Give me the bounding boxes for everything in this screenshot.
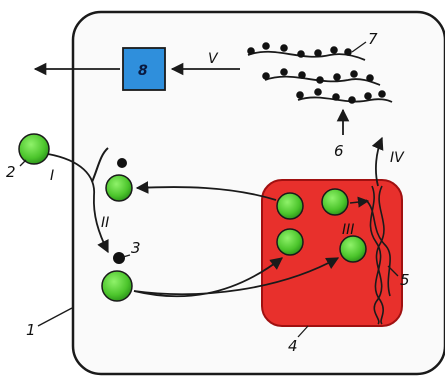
label-8: 8	[138, 63, 148, 79]
arrow-iv	[371, 136, 384, 187]
step-ii: II	[101, 215, 109, 231]
label-6: 6	[334, 142, 344, 160]
ribosome-subunit	[105, 174, 133, 202]
ribosome-subunit	[101, 270, 133, 302]
polysome-beads	[247, 42, 386, 104]
step-v: V	[208, 51, 219, 67]
ribosome-subunit	[321, 188, 349, 216]
small-black-particle	[113, 252, 125, 264]
label-7: 7	[368, 30, 378, 48]
arrow-i	[47, 153, 109, 254]
leader-lines	[19, 41, 399, 338]
ribosome-subunit	[276, 192, 304, 220]
ribosome-subunit	[276, 228, 304, 256]
pathway-arrows	[33, 62, 384, 298]
arrow-iii	[133, 257, 340, 295]
step-iv: IV	[390, 150, 405, 166]
dna-strands	[365, 185, 391, 325]
label-5: 5	[400, 271, 410, 289]
external-particle	[18, 133, 50, 165]
label-2: 2	[6, 163, 16, 181]
protein-product-box	[122, 47, 166, 91]
label-4: 4	[288, 337, 298, 355]
step-iii: III	[342, 222, 354, 238]
step-i: I	[50, 168, 54, 184]
label-1: 1	[26, 321, 36, 339]
arrow-to-pocket	[135, 181, 277, 201]
nucleus-inner-arrow	[349, 196, 370, 208]
ribosome-subunit	[339, 235, 367, 263]
small-black-particle	[117, 158, 127, 168]
membrane-pocket	[91, 147, 109, 183]
label-3: 3	[131, 239, 141, 257]
